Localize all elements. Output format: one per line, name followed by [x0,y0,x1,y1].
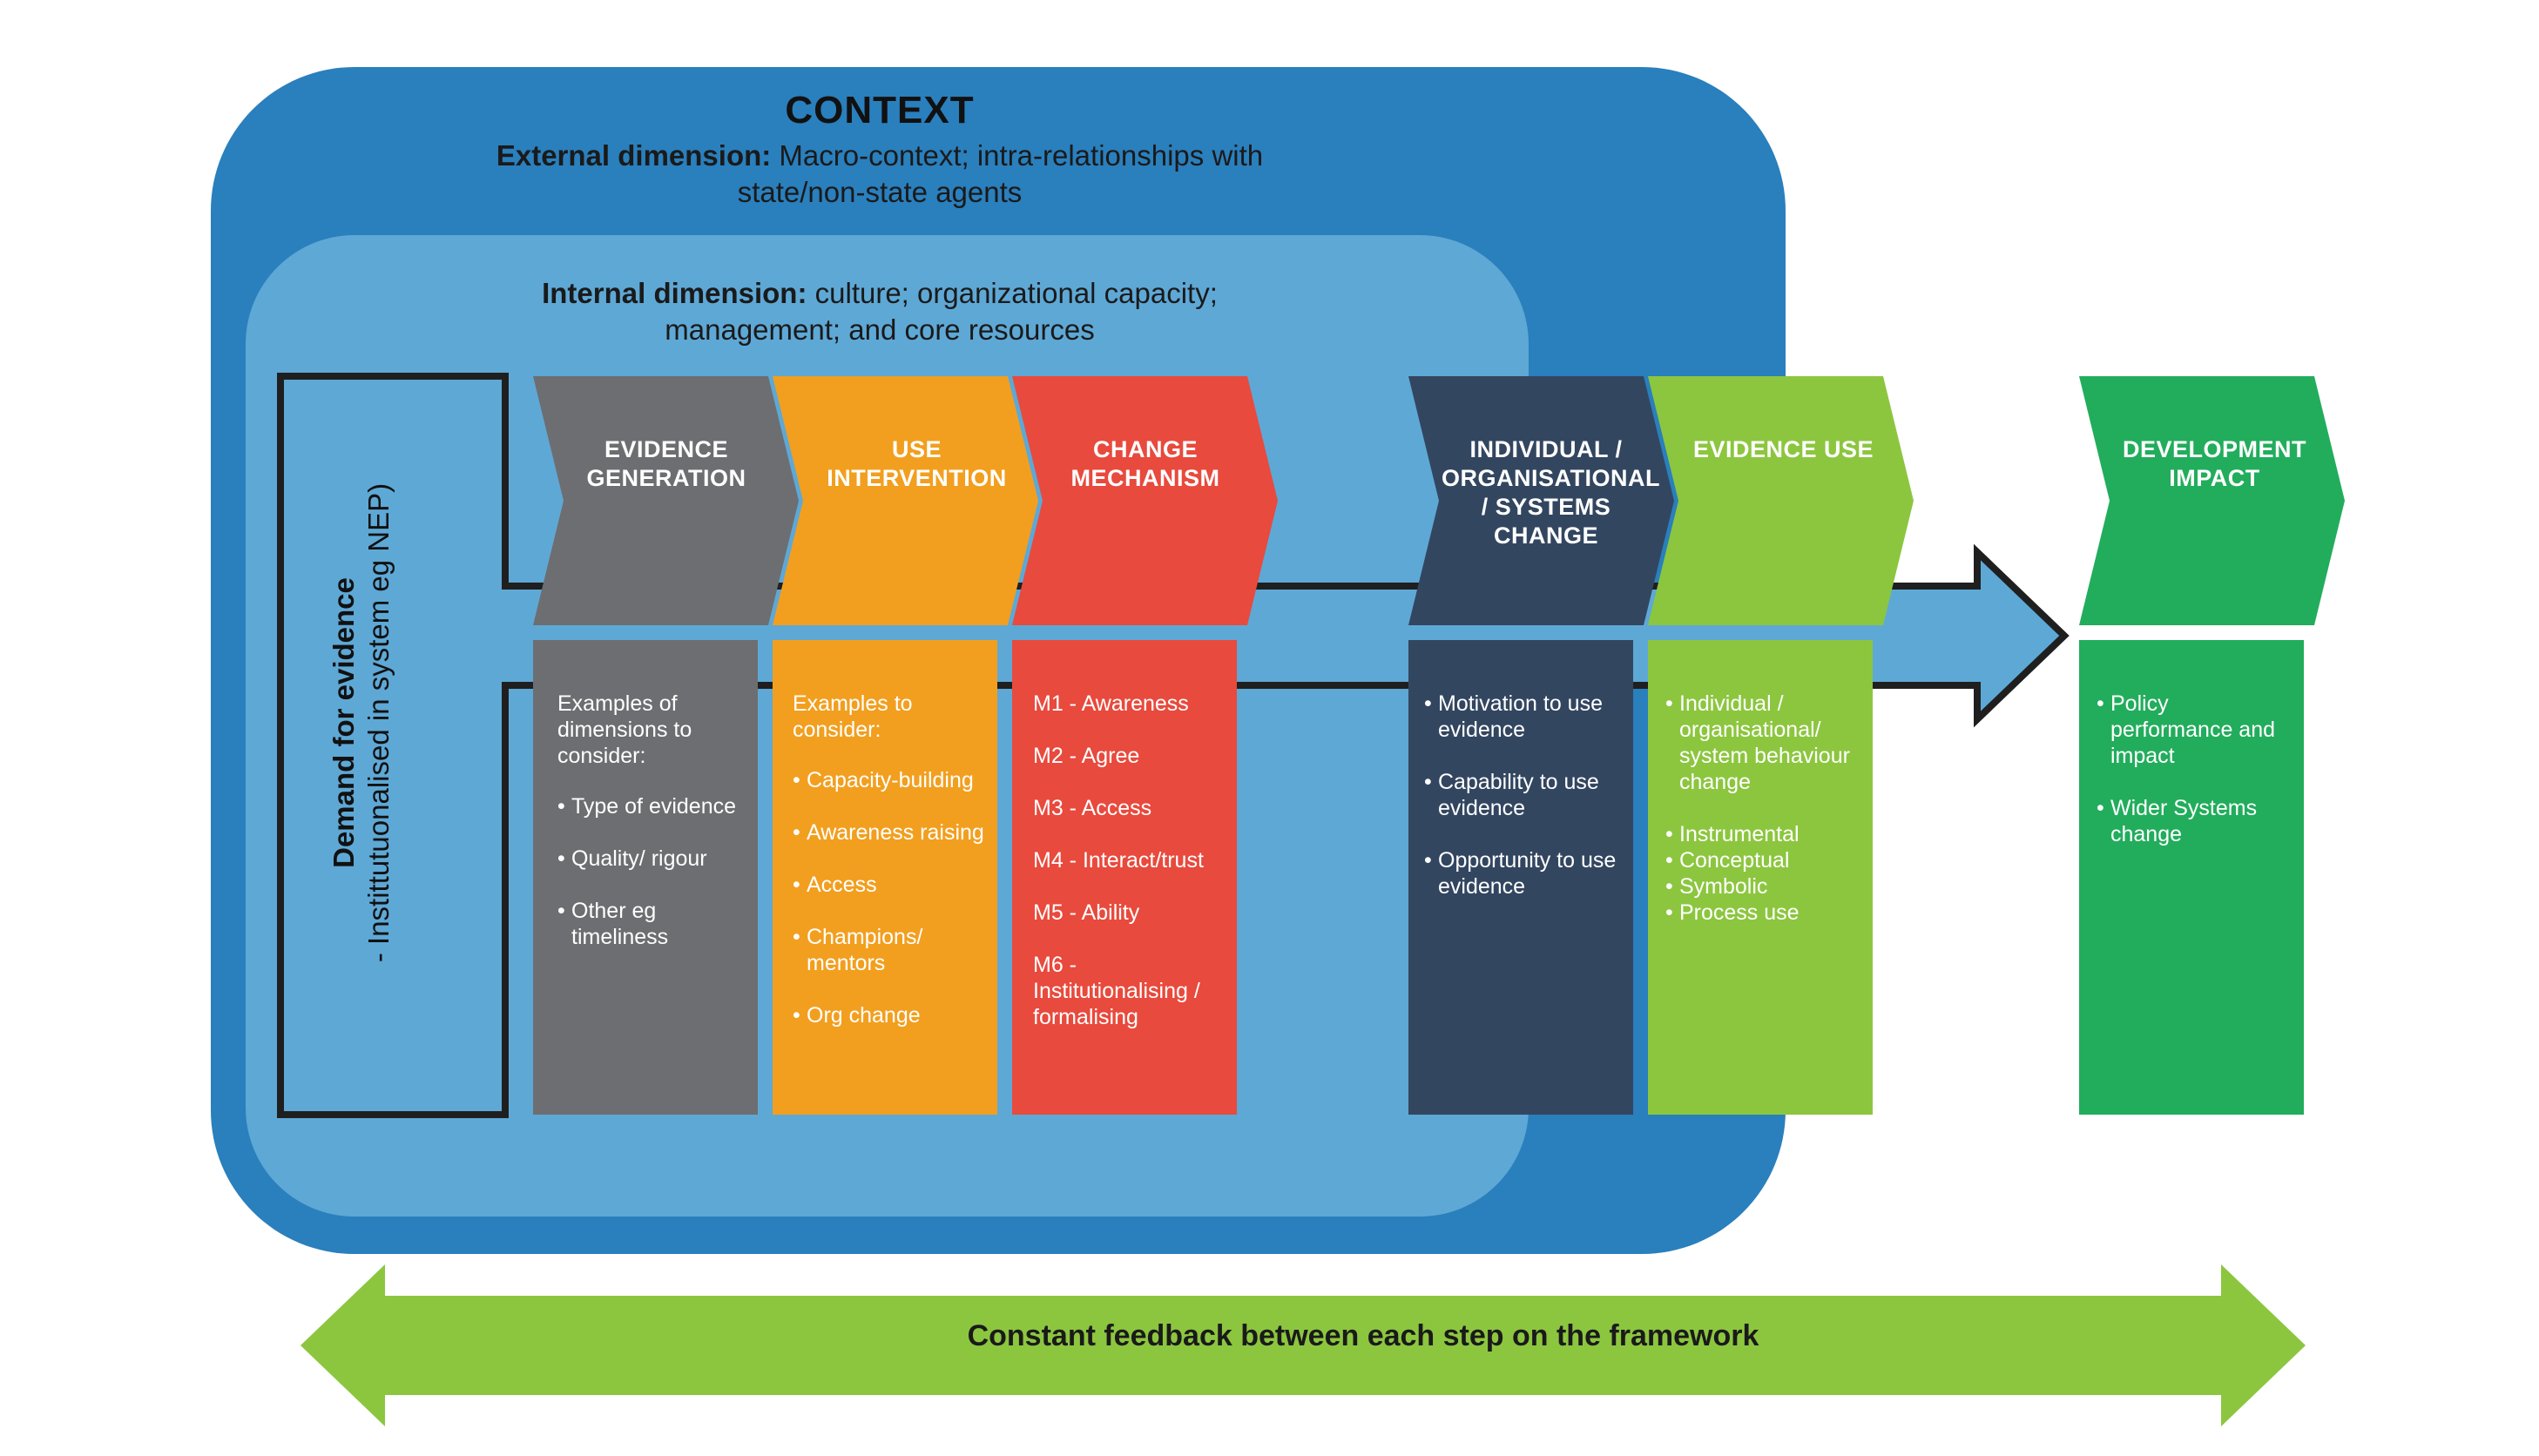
list-item: Instrumental [1665,821,1866,847]
evidence-generation-body [533,640,758,1115]
list-item: Process use [1665,900,1866,926]
list-item: M6 - Institutionalising / formalising [1033,953,1200,1029]
list-item: Symbolic [1665,873,1866,900]
change-mechanism-chevron [1012,376,1278,625]
evidence-use-chevron [1648,376,1914,625]
feedback-double-arrow [300,1264,2306,1426]
list-item: M4 - Interact/trust [1033,848,1204,873]
evidence-use-content: Individual / organisational/ system beha… [1665,691,1866,926]
change-mechanism-title: CHANGE MECHANISM [1070,436,1220,491]
list-item: M5 - Ability [1033,900,1140,925]
development-impact-content: Policy performance and impact Wider Syst… [2097,691,2293,873]
demand-for-evidence: Demand for evidence - Instittutuonalised… [327,453,440,993]
context-title: CONTEXT [785,89,975,131]
list-item: M3 - Access [1033,796,1152,820]
demand-description: - Instittutuonalised in system eg NEP) [362,482,395,963]
list-item: Capability to use evidence [1424,769,1624,821]
list-item: Motivation to use evidence [1424,691,1624,743]
demand-label: Demand for evidence [328,577,360,868]
use-intervention-title: USE INTERVENTION [827,436,1007,491]
internal-dimension-description: culture; organizational capacity; manage… [665,277,1218,346]
list-item: Access [793,872,989,898]
list-item: Conceptual [1665,847,1866,873]
list-item: Type of evidence [557,793,745,819]
list-item: Other eg timeliness [557,898,745,950]
external-dimension-label: External dimension: [496,139,772,172]
demand-box-flow-arrow [277,373,2070,1118]
list-item: Wider Systems change [2097,795,2293,847]
evidence-generation-intro: Examples of dimensions to consider: [557,691,692,768]
external-dimension-text: External dimension: Macro-context; intra… [488,138,1272,211]
list-item: Champions/ mentors [793,924,989,976]
change-mechanism-body [1012,640,1237,1115]
systems-change-chevron [1408,376,1674,625]
list-item: Opportunity to use evidence [1424,847,1624,900]
evidence-generation-content: Examples of dimensions to consider: Type… [557,691,745,976]
list-item: Org change [793,1002,989,1028]
feedback-text: Constant feedback between each step on t… [967,1319,1759,1352]
systems-change-title: INDIVIDUAL / ORGANISATIONAL / SYSTEMS CH… [1442,436,1660,549]
development-impact-title: DEVELOPMENT IMPACT [2122,436,2307,491]
evidence-generation-title: EVIDENCE GENERATION [586,436,746,491]
list-item: Quality/ rigour [557,846,745,872]
list-item: M2 - Agree [1033,744,1140,768]
external-dimension-description: Macro-context; intra-relationships with … [737,139,1264,208]
systems-change-content: Motivation to use evidence Capability to… [1424,691,1624,926]
change-mechanism-content: M1 - Awareness M2 - Agree M3 - Access M4… [1033,691,1220,1056]
evidence-generation-chevron [533,376,799,625]
list-item: M1 - Awareness [1033,691,1189,716]
list-item: Awareness raising [793,819,989,846]
use-intervention-chevron [773,376,1038,625]
internal-dimension-text: Internal dimension: culture; organizatio… [488,275,1272,348]
internal-dimension-label: Internal dimension: [542,277,807,309]
evidence-use-title: EVIDENCE USE [1692,436,1874,462]
use-intervention-intro: Examples to consider: [793,691,913,742]
list-item: Individual / organisational/ system beha… [1665,691,1866,795]
development-impact-chevron [2079,376,2345,625]
list-item: Policy performance and impact [2097,691,2293,769]
use-intervention-content: Examples to consider: Capacity-building … [793,691,989,1055]
list-item: Capacity-building [793,767,989,793]
